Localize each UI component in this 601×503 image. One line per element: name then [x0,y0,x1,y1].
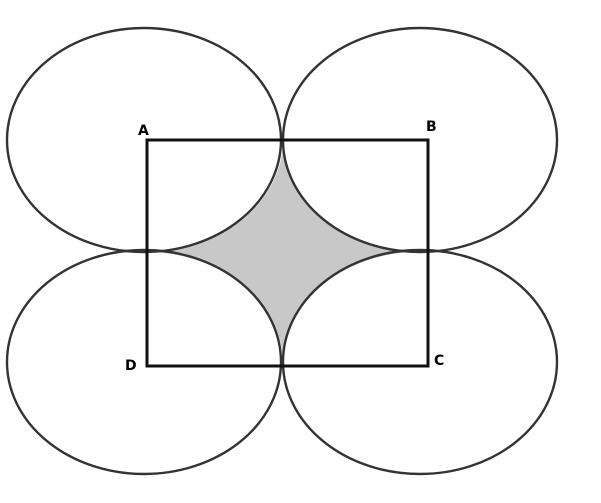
vertex-label-d: D [125,358,137,374]
vertex-label-a: A [138,123,149,139]
vertex-label-b: B [426,119,437,135]
square-abcd [145,138,430,368]
vertex-label-c: C [434,353,444,369]
shaded-region [147,140,428,366]
circle-d [5,248,283,476]
circle-c [281,248,559,476]
